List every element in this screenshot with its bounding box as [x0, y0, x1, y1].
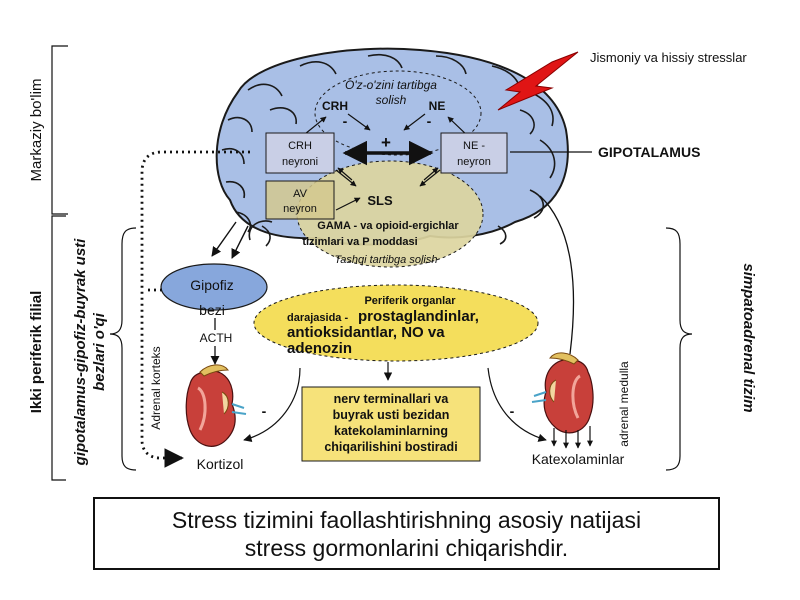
- av-neuron-box: [265, 180, 335, 220]
- peripheral-to-catecholamine-arrow: [487, 367, 547, 442]
- external-regulation-label: Tashqi tartibga solish: [335, 254, 438, 266]
- peripheral-label-1: Periferik organlar: [364, 295, 456, 307]
- ne-minus-sign: -: [427, 113, 432, 129]
- crh-neuron-box: [265, 132, 335, 174]
- crh-neuron-label-2: neyroni: [282, 156, 318, 168]
- peripheral-label-3: antioksidantlar, NO va: [287, 324, 445, 341]
- caption-line-2: stress gormonlarini chiqarishdir.: [244, 534, 569, 561]
- crh-minus-sign: -: [343, 113, 348, 129]
- catecholamines-label: Katexolaminlar: [532, 451, 625, 467]
- hpa-axis-brace: [109, 227, 137, 471]
- pituitary-gland-shape: [160, 263, 268, 311]
- av-neuron-label-1: AV: [293, 188, 308, 200]
- adrenal-medulla-label: adrenal medulla: [617, 361, 631, 447]
- conclusion-caption-box: Stress tizimini faollashtirishning asosi…: [93, 497, 720, 570]
- left-kidney-icon: [185, 364, 247, 447]
- lightning-bolt-icon: [497, 51, 579, 111]
- gaba-systems-label-1: GAMA - va opioid-ergichlar: [317, 220, 459, 232]
- stress-source-label: Jismoniy va hissiy stresslar: [590, 50, 747, 65]
- sls-input-arrow-4: [423, 167, 439, 181]
- hypothalamus-to-pituitary-arrow-1: [211, 221, 237, 257]
- dotted-feedback-line: [140, 150, 250, 468]
- sympathoadrenal-label: simpatoadrenal tizim: [740, 263, 757, 412]
- pituitary-label-1: Gipofiz: [190, 277, 234, 293]
- crh-feedback-arrow: [347, 113, 371, 131]
- ne-neuron-label-1: NE -: [463, 140, 485, 152]
- hypothalamus-to-pituitary-arrow-2: [231, 225, 249, 259]
- central-part-label: Markaziy bo'lim: [28, 79, 45, 182]
- sls-input-arrow-2: [337, 167, 353, 181]
- peripheral-to-cortisol-arrow: [243, 367, 301, 443]
- crh-label: CRH: [322, 99, 348, 113]
- cortisol-inhibition-minus: -: [262, 403, 267, 419]
- sympathetic-pathway-line: [539, 195, 575, 355]
- right-kidney-icon: [531, 352, 594, 434]
- cortisol-label: Kortizol: [197, 456, 244, 472]
- peripheral-organs-ellipse: [253, 284, 539, 362]
- pituitary-label-2: bezi: [199, 302, 225, 318]
- ne-label: NE: [429, 99, 446, 113]
- self-regulation-ellipse: [314, 70, 482, 156]
- adrenal-cortex-label: Adrenal korteks: [149, 346, 163, 429]
- ne-neuron-box: [440, 132, 508, 174]
- sls-label: SLS: [367, 193, 393, 208]
- central-part-bracket: [51, 45, 68, 215]
- hpa-axis-label-1: gipotalamus-gipofiz-buyrak usti: [72, 238, 89, 467]
- hypothalamus-label: GIPOTALAMUS: [598, 144, 700, 160]
- peripheral-branches-bracket: [51, 215, 66, 481]
- self-regulation-label-1: O'z-o'zini tartibga: [345, 78, 437, 92]
- inhibition-label-3: katekolaminlarning: [334, 424, 448, 438]
- peripheral-label-4: adenozin: [287, 340, 352, 357]
- inhibition-box: [301, 386, 481, 462]
- crh-neuron-label-1: CRH: [288, 140, 312, 152]
- acth-label: ACTH: [200, 331, 233, 345]
- av-neuron-label-2: neyron: [283, 203, 317, 215]
- ne-neuron-label-2: neyron: [457, 156, 491, 168]
- caption-line-1: Stress tizimini faollashtirishning asosi…: [171, 506, 642, 533]
- av-to-sls-arrow: [335, 197, 361, 211]
- inhibition-label-1: nerv terminallari va: [334, 392, 450, 406]
- two-branches-label: Ikki periferik filial: [28, 291, 45, 414]
- mutual-excitation-plus-sign: +: [381, 133, 391, 152]
- peripheral-label-2b: prostaglandinlar,: [358, 308, 479, 325]
- hpa-axis-label-2: bezlari o'qi: [91, 312, 108, 391]
- sympathoadrenal-brace: [665, 227, 693, 471]
- ne-feedback-arrow: [403, 113, 426, 131]
- self-regulation-label-2: solish: [376, 93, 407, 107]
- catecholamine-inhibition-minus: -: [510, 403, 515, 419]
- inhibition-label-4: chiqarilishini bostiradi: [324, 440, 457, 454]
- peripheral-label-2a: darajasida -: [287, 312, 348, 324]
- gaba-systems-label-2: tizimlari va P moddasi: [302, 236, 417, 248]
- inhibition-label-2: buyrak usti bezidan: [333, 408, 450, 422]
